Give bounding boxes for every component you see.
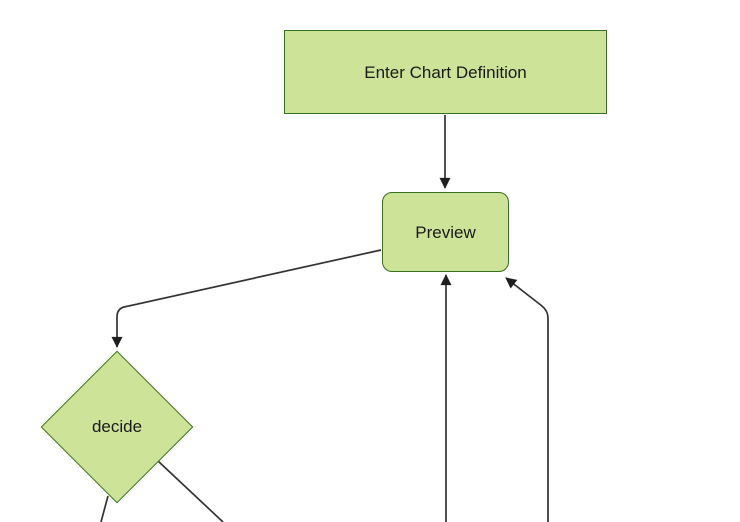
edge-bottom-to-preview-2 [505, 277, 549, 522]
node-decide[interactable]: decide [40, 350, 194, 504]
node-enter-chart-definition-label: Enter Chart Definition [364, 62, 527, 82]
edge-decide-to-offscreen-bottom [100, 495, 109, 522]
node-preview[interactable]: Preview [382, 192, 509, 272]
node-enter-chart-definition[interactable]: Enter Chart Definition [284, 30, 607, 114]
edge-preview-to-decide [111, 249, 382, 348]
node-decide-label: decide [91, 417, 143, 436]
node-preview-label: Preview [415, 222, 476, 242]
edge-decide-to-offscreen-right [157, 460, 224, 522]
